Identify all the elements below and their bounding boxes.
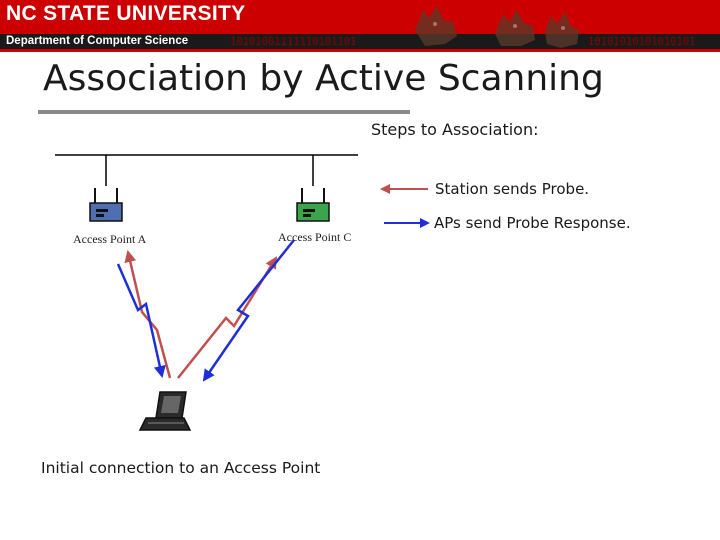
university-banner: NC STATE UNIVERSITY Department of Comput… [0,0,720,52]
legend-response-label: APs send Probe Response. [434,214,631,232]
binary-text-left: 10101001111110101101 [230,36,357,48]
slide-title: Association by Active Scanning [43,58,604,99]
access-point-a-label: Access Point A [73,232,147,246]
probe-bolt-to-ap-c [177,256,278,379]
access-point-c-label: Access Point C [278,230,352,244]
access-point-c-icon [296,188,330,222]
response-bolt-from-ap-a [116,263,166,378]
wolf-mascot-image [415,6,579,48]
title-underline [38,110,410,114]
response-bolt-from-ap-c [202,239,295,382]
university-name: NC STATE UNIVERSITY [6,2,246,25]
binary-text-right: 10101010101010101 [588,36,696,48]
diagram-caption: Initial connection to an Access Point [41,459,321,477]
station-laptop-icon [138,391,192,431]
department-strip [0,34,720,49]
legend-probe-label: Station sends Probe. [435,180,590,198]
department-name: Department of Computer Science [6,35,189,47]
steps-heading: Steps to Association: [371,120,539,139]
access-point-a-icon [89,188,123,222]
